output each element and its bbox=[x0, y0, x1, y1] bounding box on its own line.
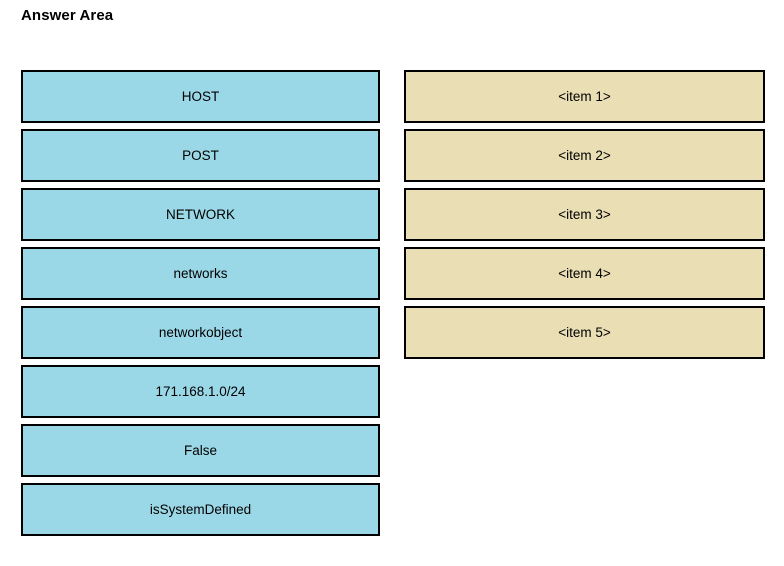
drop-target-2-label: <item 2> bbox=[558, 147, 611, 163]
draggable-option-5[interactable]: networkobject bbox=[21, 306, 380, 359]
page-title: Answer Area bbox=[21, 7, 114, 24]
drop-target-5[interactable]: <item 5> bbox=[404, 306, 765, 359]
drop-target-3-label: <item 3> bbox=[558, 206, 611, 222]
drop-target-column: <item 1> <item 2> <item 3> <item 4> <ite… bbox=[404, 70, 765, 365]
drop-target-4-label: <item 4> bbox=[558, 265, 611, 281]
draggable-option-2-label: POST bbox=[182, 147, 219, 163]
drop-target-4[interactable]: <item 4> bbox=[404, 247, 765, 300]
drop-target-1[interactable]: <item 1> bbox=[404, 70, 765, 123]
draggable-option-2[interactable]: POST bbox=[21, 129, 380, 182]
draggable-option-4[interactable]: networks bbox=[21, 247, 380, 300]
draggable-option-6-label: 171.168.1.0/24 bbox=[155, 383, 246, 399]
draggable-option-8[interactable]: isSystemDefined bbox=[21, 483, 380, 536]
draggable-option-7[interactable]: False bbox=[21, 424, 380, 477]
draggable-option-1-label: HOST bbox=[181, 88, 220, 104]
draggable-option-8-label: isSystemDefined bbox=[149, 501, 252, 517]
drop-target-1-label: <item 1> bbox=[558, 88, 611, 104]
drop-target-2[interactable]: <item 2> bbox=[404, 129, 765, 182]
draggable-option-7-label: False bbox=[183, 442, 217, 458]
drop-target-5-label: <item 5> bbox=[558, 324, 611, 340]
draggable-options-column: HOST POST NETWORK networks networkobject… bbox=[21, 70, 380, 542]
draggable-option-5-label: networkobject bbox=[158, 324, 243, 340]
draggable-option-4-label: networks bbox=[173, 265, 228, 281]
draggable-option-6[interactable]: 171.168.1.0/24 bbox=[21, 365, 380, 418]
draggable-option-1[interactable]: HOST bbox=[21, 70, 380, 123]
draggable-option-3[interactable]: NETWORK bbox=[21, 188, 380, 241]
drop-target-3[interactable]: <item 3> bbox=[404, 188, 765, 241]
draggable-option-3-label: NETWORK bbox=[166, 206, 235, 222]
